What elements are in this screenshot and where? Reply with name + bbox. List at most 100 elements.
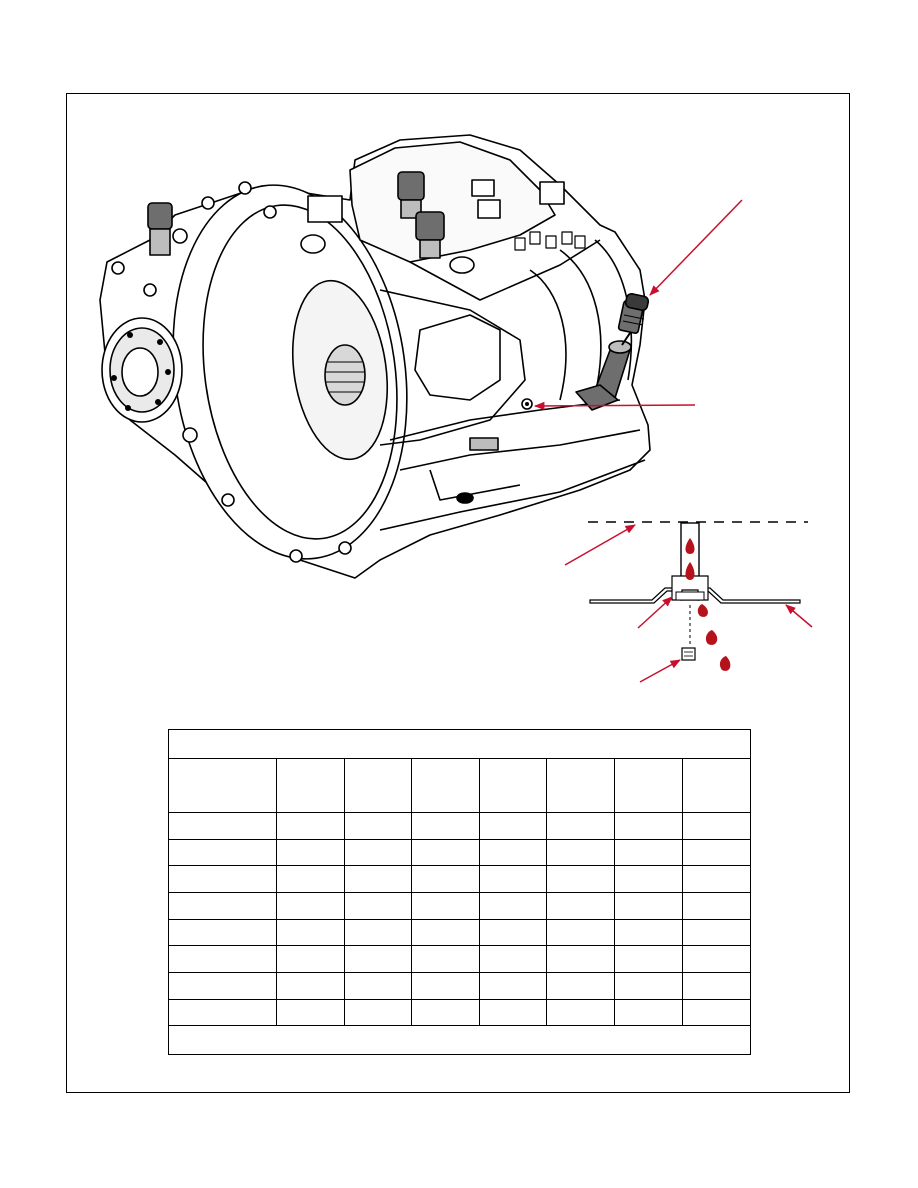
table-cell (682, 812, 751, 840)
table-cell (682, 998, 751, 1027)
table-cell (344, 812, 412, 840)
table-cell (168, 918, 277, 947)
sensor-cap-top-2 (415, 211, 445, 241)
table-cell (479, 812, 547, 840)
table-cell (344, 971, 412, 1000)
table-cell (276, 812, 345, 840)
table-cell (546, 891, 615, 920)
fluid-drops (685, 538, 731, 671)
oil-pan-edge (379, 459, 646, 531)
column-header (276, 757, 345, 814)
table-cell (546, 812, 615, 840)
table-cell (614, 865, 683, 893)
table-cell (344, 838, 412, 867)
transmission-assembly (99, 134, 651, 579)
table-cell (682, 971, 751, 1000)
housing-bolt-bosses (111, 181, 352, 563)
column-header (411, 757, 480, 814)
table-cell (614, 891, 683, 920)
table-cell (344, 865, 412, 893)
table-cell (614, 971, 683, 1000)
table-cell (168, 865, 277, 893)
fluid-drop (697, 604, 708, 617)
small-plugs (514, 231, 586, 251)
table-cell (168, 891, 277, 920)
table-cell (682, 918, 751, 947)
table-row (168, 865, 751, 893)
table-cell (479, 865, 547, 893)
arrow-check-plug (533, 401, 696, 411)
column-header (479, 757, 547, 814)
table-cell (276, 891, 345, 920)
pan-bolt-boss (469, 437, 499, 451)
arrow-plug (639, 659, 681, 683)
table-cell (276, 945, 345, 973)
table-cell (276, 998, 345, 1027)
case-rib-front (379, 289, 526, 446)
fill-tube-cross-section (588, 521, 808, 671)
arrow-fill-cap (649, 199, 743, 296)
table-row (168, 998, 751, 1027)
sensor-caps (147, 171, 565, 259)
table-cell (411, 891, 480, 920)
table-cell (546, 945, 615, 973)
table-cell (411, 998, 480, 1027)
table-cell (344, 998, 412, 1027)
table-cell (276, 918, 345, 947)
flange-bolts (111, 332, 171, 411)
table-cell (614, 918, 683, 947)
arrow-fluid-level (564, 524, 636, 566)
fill-tube (575, 329, 633, 411)
table-cell (168, 998, 277, 1027)
table-cell (411, 945, 480, 973)
table-cell (344, 945, 412, 973)
table-cell (411, 918, 480, 947)
table-cell (546, 998, 615, 1027)
arrow-standpipe (637, 596, 673, 629)
table-cell (276, 865, 345, 893)
table-row (168, 945, 751, 973)
table-cell (614, 945, 683, 973)
sensor-cap-left (147, 202, 173, 230)
table-row (168, 812, 751, 840)
arrow-oil-pan (785, 604, 813, 628)
table-cell (479, 971, 547, 1000)
table-cell (479, 838, 547, 867)
input-shaft-gear (324, 344, 366, 406)
drain-plug (456, 492, 474, 504)
table-cell (168, 812, 277, 840)
table-cell (479, 998, 547, 1027)
fluid-drop (685, 562, 695, 580)
fill-cap (617, 292, 650, 334)
table-cell (411, 971, 480, 1000)
table-cell (682, 865, 751, 893)
table-cell (614, 812, 683, 840)
table-row (168, 918, 751, 947)
fluid-drop (719, 656, 731, 671)
table-title (168, 729, 751, 759)
table-cell (682, 838, 751, 867)
table-row (168, 838, 751, 867)
connector (539, 181, 565, 205)
table-cell (168, 945, 277, 973)
table-cell (546, 918, 615, 947)
column-header (614, 757, 683, 814)
table-cell (682, 945, 751, 973)
column-header (546, 757, 615, 814)
table-row (168, 891, 751, 920)
fluid-drop (705, 630, 718, 645)
table-cell (168, 838, 277, 867)
table-row (168, 971, 751, 1000)
figure-frame (66, 93, 850, 1093)
fluid-drop (685, 538, 695, 554)
table-cell (479, 918, 547, 947)
table-cell (411, 838, 480, 867)
table-footer (168, 1025, 751, 1055)
table-cell (546, 838, 615, 867)
oil-pan-rail (399, 429, 641, 471)
mount-bracket (414, 314, 501, 401)
table-cell (614, 998, 683, 1027)
column-header (682, 757, 751, 814)
table-cell (411, 812, 480, 840)
